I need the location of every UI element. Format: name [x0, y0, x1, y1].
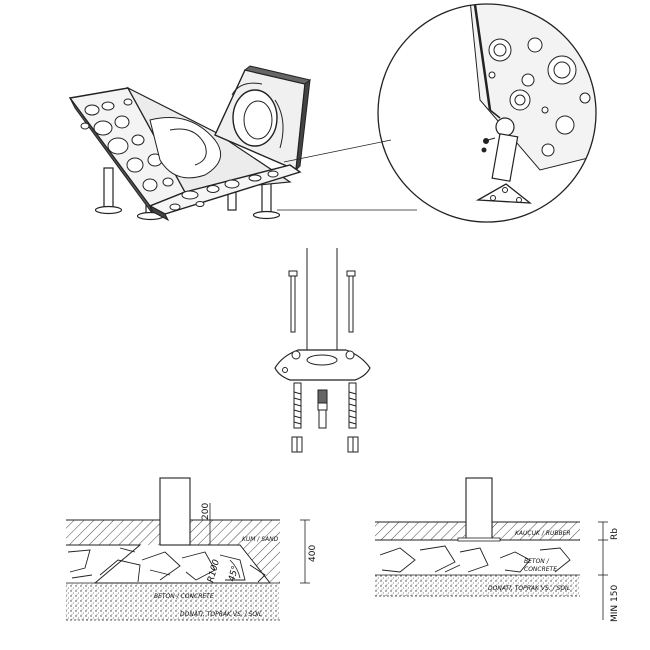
product-illustration [68, 65, 417, 222]
dim-embed-200: 200 [201, 503, 211, 520]
mounting-exploded-view [274, 248, 371, 453]
label-sand: KUM / SAND [242, 536, 279, 543]
label-concrete-left: BETON / CONCRETE [154, 593, 214, 600]
middle-seat [126, 86, 292, 193]
base-plate [274, 349, 371, 381]
upper-bolts [288, 270, 356, 333]
label-soil-right: DONATI, TOPRAK VS. / SOIL [488, 585, 570, 592]
front-panel [148, 164, 302, 222]
label-concrete-right-2: CONCRETE [524, 566, 557, 573]
install-section-rubber [375, 477, 608, 620]
label-rubber: KAUÇUK / RUBBER [515, 530, 571, 537]
concrete-stones-right [379, 545, 571, 573]
dim-rubber-rb: Rb [610, 528, 620, 540]
dim-angle-45: 45° [227, 565, 241, 583]
install-section-sand [66, 477, 310, 621]
detail-magnifier [377, 3, 597, 223]
label-soil-left: DONATI, TOPRAK VS. / SOIL [180, 611, 262, 618]
dim-min-150: MIN 150 [610, 585, 620, 622]
label-concrete-right-1: BETON / [524, 558, 550, 565]
anchor-bolts [291, 382, 359, 453]
left-panel [68, 87, 186, 214]
dim-depth-400: 400 [308, 545, 318, 562]
right-panel [214, 65, 312, 172]
